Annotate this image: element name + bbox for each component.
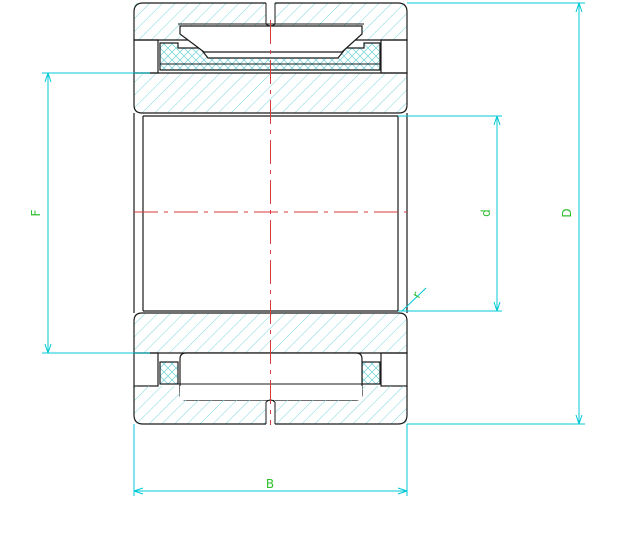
centerlines <box>134 20 407 425</box>
dimension-lines <box>42 2 585 496</box>
dimension-labels: F d D B r <box>29 208 574 491</box>
dim-label-B: B <box>266 477 274 491</box>
dim-label-D: D <box>560 208 574 217</box>
dim-label-F: F <box>29 209 43 216</box>
dim-label-d: d <box>479 209 493 217</box>
dim-label-r: r <box>409 289 424 300</box>
